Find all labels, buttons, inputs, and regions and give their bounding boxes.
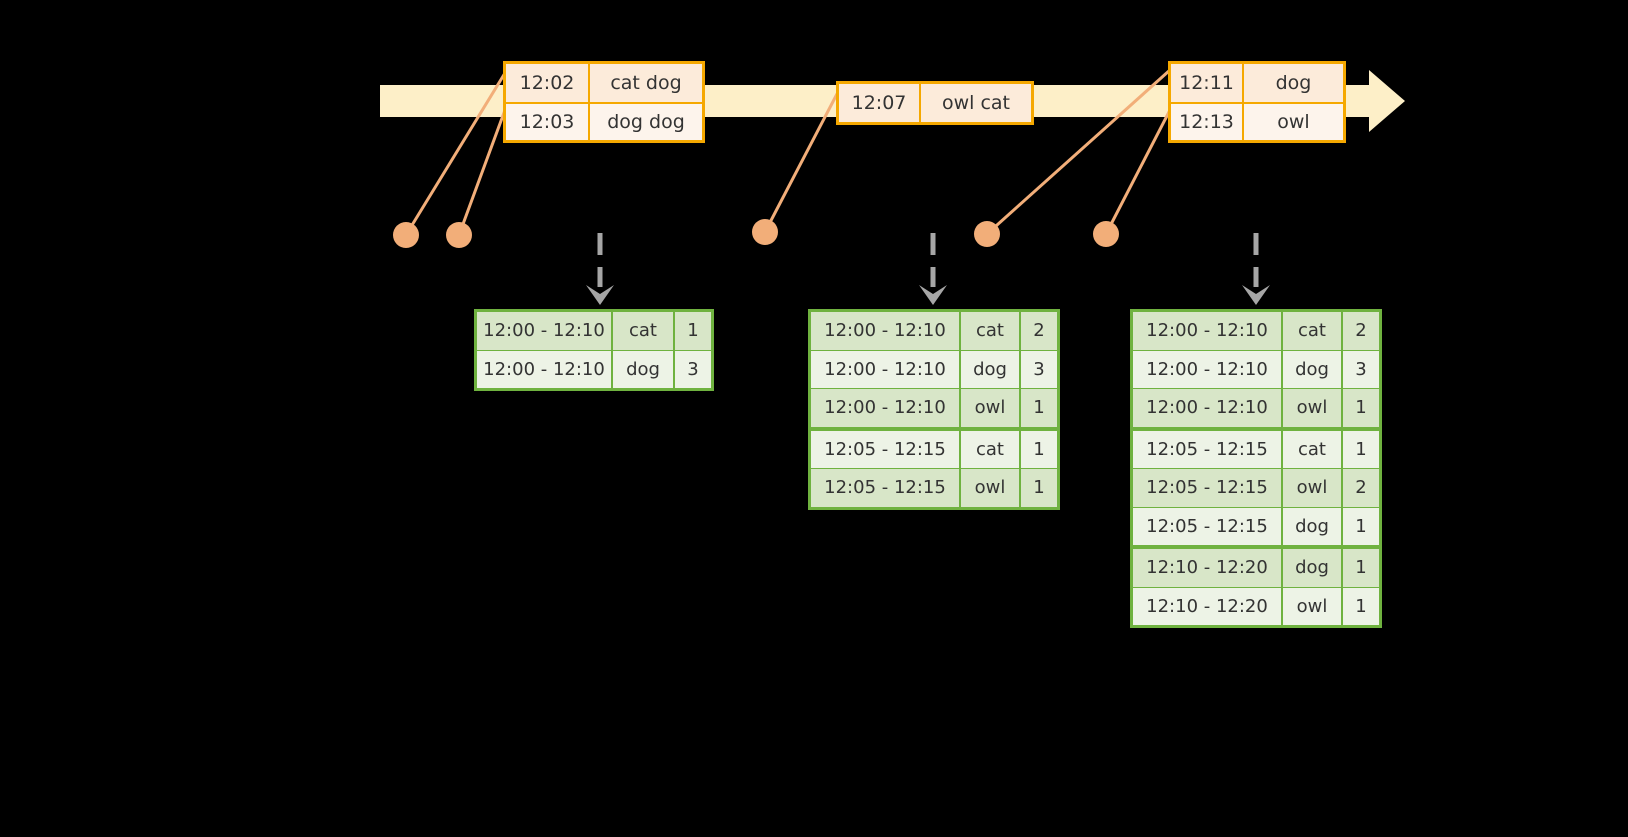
count-cell: 3 xyxy=(675,350,711,388)
event-time: 12:07 xyxy=(839,84,921,122)
flow-arrow-2 xyxy=(919,233,947,305)
window-cell: 12:05 - 12:15 xyxy=(1133,507,1281,545)
window-cell: 12:00 - 12:10 xyxy=(811,312,959,350)
event-time: 12:13 xyxy=(1171,104,1244,140)
event-dot-5 xyxy=(1093,221,1119,247)
count-cell: 1 xyxy=(1343,389,1379,427)
connector-line-2 xyxy=(457,109,507,236)
word-cell: owl xyxy=(1283,469,1341,507)
timeline-arrowhead-icon xyxy=(1369,70,1405,132)
event-time: 12:03 xyxy=(506,104,590,140)
event-words: owl cat xyxy=(921,84,1031,122)
event-time: 12:11 xyxy=(1171,64,1244,102)
word-cell: cat xyxy=(613,312,673,350)
event-dot-3 xyxy=(752,219,778,245)
arrowhead-icon xyxy=(1242,285,1270,305)
word-cell: cat xyxy=(1283,312,1341,350)
event-dot-1 xyxy=(393,222,419,248)
arrowhead-icon xyxy=(586,285,614,305)
word-cell: owl xyxy=(1283,389,1341,427)
word-cell: dog xyxy=(1283,350,1341,388)
event-dot-4 xyxy=(974,221,1000,247)
event-row: 12:07 owl cat xyxy=(839,84,1031,122)
window-cell: 12:00 - 12:10 xyxy=(1133,312,1281,350)
window-cell: 12:00 - 12:10 xyxy=(477,350,611,388)
event-row: 12:03 dog dog xyxy=(506,102,702,140)
word-cell: cat xyxy=(961,430,1019,468)
count-cell: 2 xyxy=(1343,469,1379,507)
word-cell: dog xyxy=(1283,507,1341,545)
event-words: owl xyxy=(1244,104,1343,140)
event-row: 12:11 dog xyxy=(1171,64,1343,102)
window-cell: 12:00 - 12:10 xyxy=(1133,350,1281,388)
event-box-3[interactable]: 12:11 dog 12:13 owl xyxy=(1168,61,1346,143)
event-row: 12:02 cat dog xyxy=(506,64,702,102)
word-cell: owl xyxy=(961,389,1019,427)
event-words: cat dog xyxy=(590,64,702,102)
word-cell: owl xyxy=(1283,587,1341,625)
window-cell: 12:00 - 12:10 xyxy=(811,389,959,427)
flow-arrow-1 xyxy=(586,233,614,305)
event-words: dog dog xyxy=(590,104,702,140)
window-cell: 12:00 - 12:10 xyxy=(811,350,959,388)
window-cell: 12:05 - 12:15 xyxy=(811,430,959,468)
count-cell: 2 xyxy=(1343,312,1379,350)
word-cell: dog xyxy=(1283,549,1341,587)
count-cell: 1 xyxy=(1021,469,1057,507)
count-cell: 3 xyxy=(1343,350,1379,388)
count-cell: 1 xyxy=(1021,430,1057,468)
event-words: dog xyxy=(1244,64,1343,102)
window-cell: 12:05 - 12:15 xyxy=(811,469,959,507)
window-cell: 12:00 - 12:10 xyxy=(1133,389,1281,427)
count-cell: 1 xyxy=(1343,549,1379,587)
event-row: 12:13 owl xyxy=(1171,102,1343,140)
word-cell: owl xyxy=(961,469,1019,507)
word-cell: dog xyxy=(961,350,1019,388)
event-box-1[interactable]: 12:02 cat dog 12:03 dog dog xyxy=(503,61,705,143)
event-time: 12:02 xyxy=(506,64,590,102)
word-cell: cat xyxy=(961,312,1019,350)
count-cell: 3 xyxy=(1021,350,1057,388)
window-cell: 12:05 - 12:15 xyxy=(1133,469,1281,507)
window-cell: 12:10 - 12:20 xyxy=(1133,587,1281,625)
count-cell: 2 xyxy=(1021,312,1057,350)
event-box-2[interactable]: 12:07 owl cat xyxy=(836,81,1034,125)
count-cell: 1 xyxy=(675,312,711,350)
window-cell: 12:00 - 12:10 xyxy=(477,312,611,350)
connector-line-5 xyxy=(1104,109,1172,235)
count-cell: 1 xyxy=(1343,430,1379,468)
count-cell: 1 xyxy=(1343,587,1379,625)
window-cell: 12:05 - 12:15 xyxy=(1133,430,1281,468)
arrowhead-icon xyxy=(919,285,947,305)
flow-arrow-3 xyxy=(1242,233,1270,305)
word-cell: cat xyxy=(1283,430,1341,468)
window-cell: 12:10 - 12:20 xyxy=(1133,549,1281,587)
count-cell: 1 xyxy=(1343,507,1379,545)
event-dot-2 xyxy=(446,222,472,248)
word-cell: dog xyxy=(613,350,673,388)
count-cell: 1 xyxy=(1021,389,1057,427)
